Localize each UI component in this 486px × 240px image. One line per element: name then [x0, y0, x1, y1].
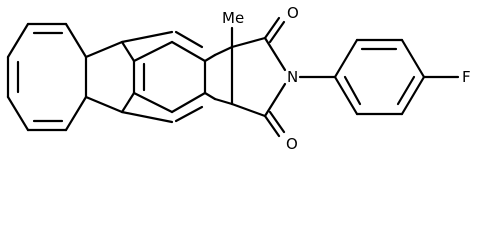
bridged-core [84, 30, 174, 124]
fluorophenyl-ring [333, 38, 426, 116]
fluorine-label: F [462, 68, 471, 86]
chemical-structure-diagram: Me O O N F [6, 4, 471, 153]
oxygen-top-label: O [287, 4, 299, 22]
left-benzene-ring [6, 22, 88, 132]
succinimide-ring [230, 16, 287, 138]
fused-aromatic-ring [132, 30, 217, 123]
methyl-label: Me [222, 9, 244, 27]
nitrogen-label: N [287, 68, 298, 86]
methyl-group: Me [222, 9, 244, 49]
oxygen-bottom-label: O [286, 135, 298, 153]
bridge-to-imide-bonds [213, 45, 234, 106]
